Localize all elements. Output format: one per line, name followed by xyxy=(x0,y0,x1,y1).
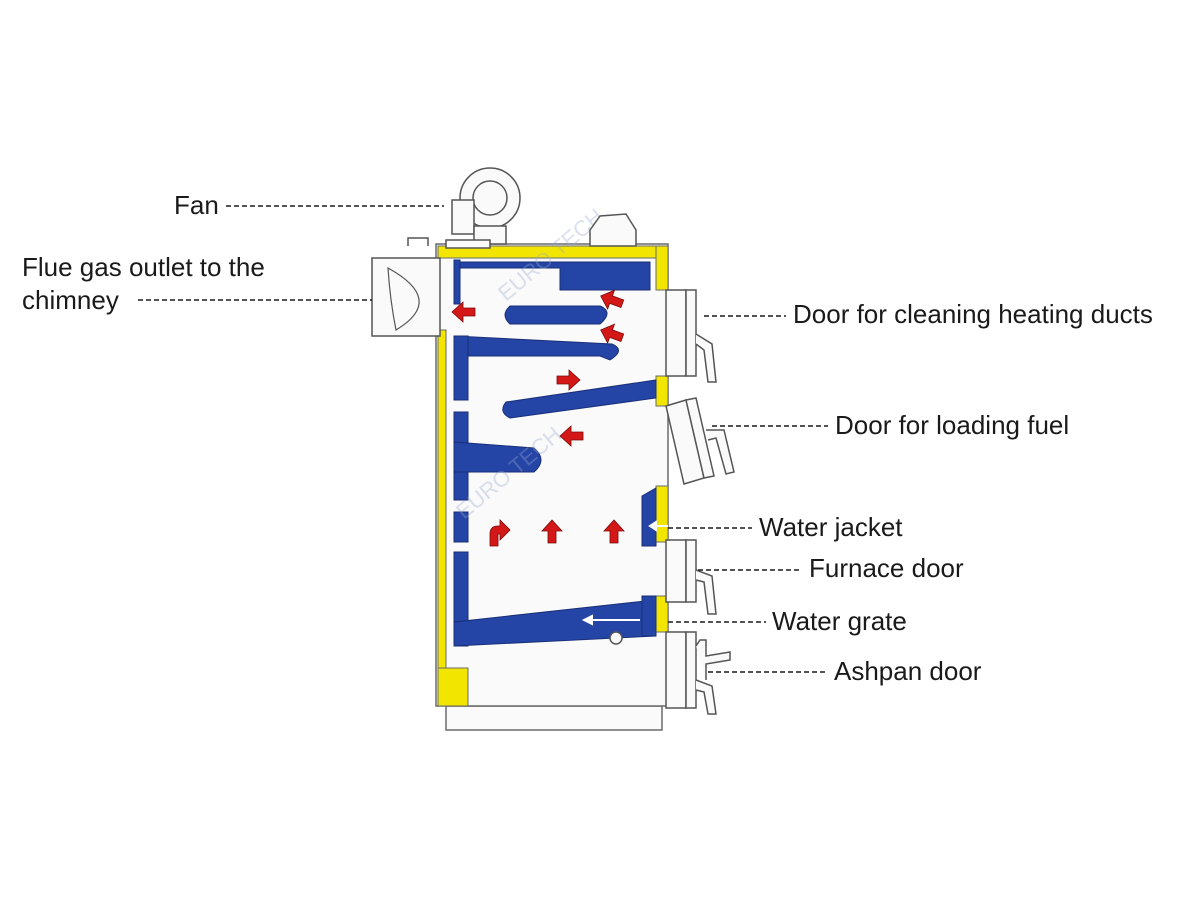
white-arrow xyxy=(581,520,668,626)
label-water-grate: Water grate xyxy=(772,606,907,636)
label-flue-gas-outlet-line2: chimney xyxy=(22,285,119,315)
loading-door xyxy=(665,397,735,485)
valve xyxy=(407,237,429,246)
controller-box xyxy=(589,213,637,247)
label-cleaning-door: Door for cleaning heating ducts xyxy=(793,299,1153,329)
label-water-jacket: Water jacket xyxy=(759,512,903,542)
flue-outlet xyxy=(371,257,441,337)
cleaning-door xyxy=(665,289,717,383)
flow-arrows xyxy=(451,286,668,626)
label-loading-door: Door for loading fuel xyxy=(835,410,1069,440)
label-ashpan-door: Ashpan door xyxy=(834,656,982,686)
red-flow-arrow xyxy=(489,519,511,547)
water-jacket-body xyxy=(453,259,657,647)
fan xyxy=(445,167,521,249)
labels: Fan Flue gas outlet to the chimney Door … xyxy=(22,190,1153,686)
label-flue-gas-outlet: Flue gas outlet to the xyxy=(22,252,265,282)
insulation xyxy=(437,245,669,707)
inspection-hole xyxy=(609,631,623,645)
boiler-body: EURO TECH EURO TECH xyxy=(435,204,669,731)
ashpan-door xyxy=(665,631,731,715)
leader-lines xyxy=(138,205,828,673)
furnace-door xyxy=(665,539,717,615)
label-fan: Fan xyxy=(174,190,219,220)
label-furnace-door: Furnace door xyxy=(809,553,964,583)
